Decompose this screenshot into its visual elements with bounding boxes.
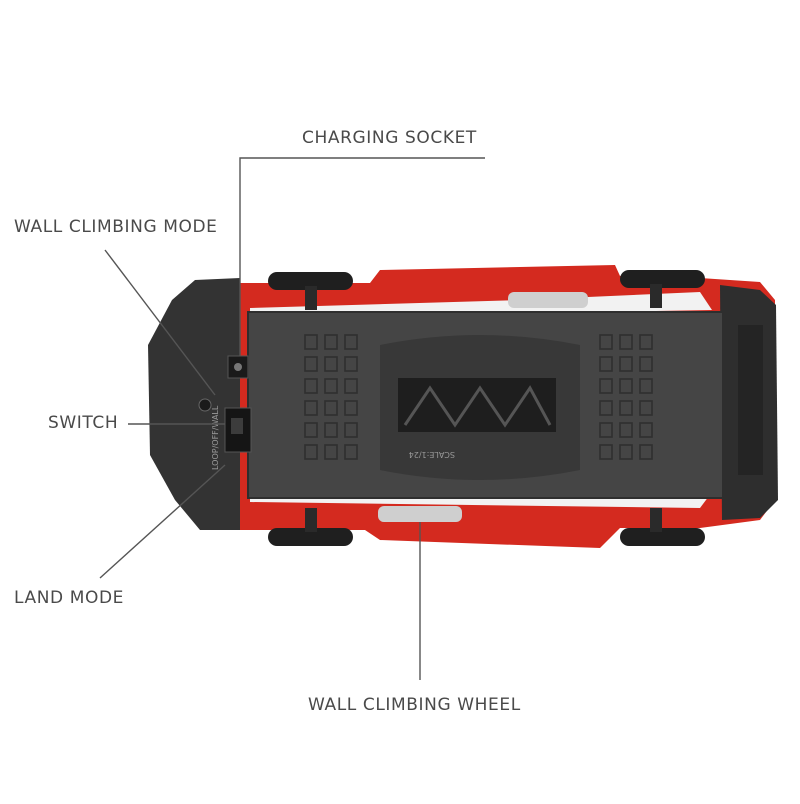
climbing-wheel-top xyxy=(508,292,588,308)
vent-slot xyxy=(344,422,358,438)
vent-slot xyxy=(599,400,613,416)
vent-slot xyxy=(599,334,613,350)
leader-land-mode xyxy=(99,464,226,579)
mode-button xyxy=(198,398,212,412)
vent-slot xyxy=(639,334,653,350)
vent-slot xyxy=(344,334,358,350)
land-wheels xyxy=(268,270,705,546)
vent-slot xyxy=(344,356,358,372)
vent-slot xyxy=(619,444,633,460)
rear-cap xyxy=(148,278,240,530)
leader-lines xyxy=(99,157,485,680)
vent-grid xyxy=(304,334,653,460)
label-charging-socket: CHARGING SOCKET xyxy=(302,128,477,148)
front-grille xyxy=(738,325,763,475)
vent-slot xyxy=(619,356,633,372)
fan-frame xyxy=(398,378,556,432)
vent-slot xyxy=(324,422,338,438)
vent-slot xyxy=(324,378,338,394)
vent-slot xyxy=(324,334,338,350)
vent-slot xyxy=(639,422,653,438)
vent-slot xyxy=(344,444,358,460)
vent-slot xyxy=(619,334,633,350)
vent-slot xyxy=(639,400,653,416)
label-switch: SWITCH xyxy=(48,413,119,433)
leader-charging-socket xyxy=(239,157,485,356)
vent-slot xyxy=(304,356,318,372)
vent-slot xyxy=(344,378,358,394)
vent-slot xyxy=(304,400,318,416)
vent-slot xyxy=(344,400,358,416)
vent-slot xyxy=(599,378,613,394)
vent-slot xyxy=(304,378,318,394)
label-wall-climbing-mode: WALL CLIMBING MODE xyxy=(14,217,218,237)
vent-slot xyxy=(599,444,613,460)
vent-slot xyxy=(639,444,653,460)
label-wall-climbing-wheel: WALL CLIMBING WHEEL xyxy=(308,695,521,715)
vent-slot xyxy=(304,334,318,350)
vent-slot xyxy=(304,444,318,460)
leader-wall-climbing-mode xyxy=(104,249,216,396)
vent-slot xyxy=(304,422,318,438)
vent-slot xyxy=(324,356,338,372)
vent-slot xyxy=(324,444,338,460)
climbing-wheel-bottom xyxy=(378,506,462,522)
vent-slot xyxy=(639,378,653,394)
label-land-mode: LAND MODE xyxy=(14,588,124,608)
vent-slot xyxy=(324,400,338,416)
vent-slot xyxy=(599,356,613,372)
scale-imprint: SCALE:1/24 xyxy=(409,450,455,459)
fan-truss xyxy=(403,385,552,428)
vent-slot xyxy=(639,356,653,372)
switch-imprint: LOOP/OFF/WALL xyxy=(211,405,220,470)
vent-slot xyxy=(619,400,633,416)
vent-slot xyxy=(619,378,633,394)
vent-slot xyxy=(599,422,613,438)
vent-slot xyxy=(619,422,633,438)
